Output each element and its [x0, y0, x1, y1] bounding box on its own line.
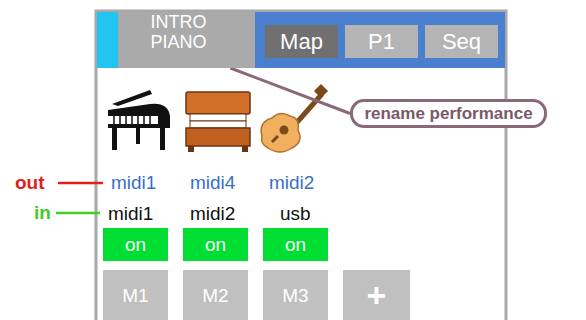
- midi-in-port: usb: [280, 203, 311, 225]
- tab-button: P1: [345, 25, 418, 58]
- toggle-button: on: [263, 228, 328, 261]
- memory-button: M2: [183, 270, 248, 320]
- add-button: +: [343, 270, 410, 320]
- toggle-button: on: [183, 228, 248, 261]
- memory-button: M3: [263, 270, 328, 320]
- tab-button: Map: [265, 25, 338, 58]
- guitar-icon: [261, 84, 328, 152]
- button-label: M3: [282, 285, 308, 306]
- toggle-button: on: [103, 228, 168, 261]
- button-label: on: [285, 234, 306, 255]
- organ-icon: [186, 92, 250, 152]
- performance-name: INTRO PIANO: [118, 12, 255, 68]
- row-label: out: [15, 172, 45, 194]
- button-label: on: [125, 234, 146, 255]
- button-label: +: [367, 277, 387, 314]
- button-label: M1: [122, 285, 148, 306]
- button-label: INTRO PIANO: [151, 12, 231, 52]
- button-label: M2: [202, 285, 228, 306]
- midi-out-port: midi2: [269, 172, 314, 194]
- callout-box: rename performance: [350, 99, 547, 128]
- row-label: in: [34, 202, 51, 224]
- button-label: on: [205, 234, 226, 255]
- memory-button: M1: [103, 270, 168, 320]
- button-label: P1: [368, 30, 395, 54]
- midi-out-port: midi4: [190, 172, 235, 194]
- midi-in-port: midi1: [108, 203, 153, 225]
- button-label: rename performance: [364, 104, 532, 123]
- leader-line: [230, 68, 350, 114]
- button-label: Map: [280, 30, 323, 54]
- piano-icon: [108, 90, 170, 150]
- button-label: Seq: [442, 30, 481, 54]
- midi-in-port: midi2: [190, 203, 235, 225]
- midi-out-port: midi1: [111, 172, 156, 194]
- tab-button: Seq: [425, 25, 498, 58]
